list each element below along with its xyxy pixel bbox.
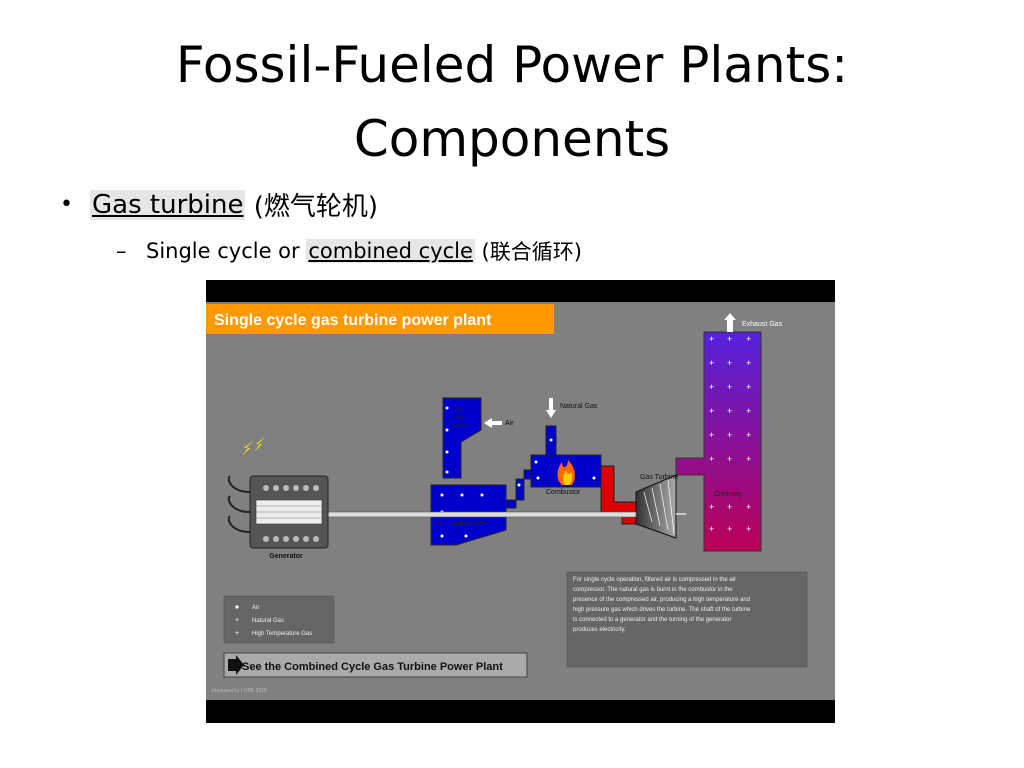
arrow-right-icon — [228, 655, 244, 675]
description-line-2: compressor. The natural gas is burnt in … — [573, 587, 733, 593]
svg-text:+: + — [727, 430, 732, 440]
chimney-particles: + + + + + + + + + + + + + + + + + + + + + + + + — [709, 334, 751, 534]
title-line-1: Fossil-Fueled Power Plants: — [175, 36, 849, 94]
banner-bar — [206, 304, 554, 334]
banner-title: Single cycle gas turbine power plant — [214, 312, 492, 329]
svg-text:+: + — [746, 502, 751, 512]
generator-label: Generator — [269, 553, 303, 560]
bullet-gas-turbine: • Gas turbine (燃气轮机) — [60, 186, 378, 223]
credit-text: produced by | OPE 2010 — [212, 688, 267, 694]
svg-text:+: + — [727, 382, 732, 392]
exhaust-arrow-icon — [724, 313, 736, 332]
turbine-diagram: Single cycle gas turbine power plant Exh… — [206, 280, 835, 723]
svg-text:+: + — [709, 382, 714, 392]
combined-cycle-link[interactable]: combined cycle — [306, 239, 475, 263]
svg-text:+: + — [746, 454, 751, 464]
legend-air-marker — [235, 605, 239, 609]
svg-text:+: + — [709, 454, 714, 464]
filter-label-line-1: Air — [456, 407, 462, 413]
bullet-2-prefix: Single cycle or — [146, 239, 307, 263]
svg-text:+: + — [727, 502, 732, 512]
svg-text:+: + — [727, 406, 732, 416]
sub-bullet-marker: – — [116, 239, 127, 263]
legend-hot-gas-marker: + — [235, 630, 239, 637]
description-line-1: For single cycle operation, filtered air… — [573, 577, 736, 583]
svg-text:+: + — [727, 524, 732, 534]
turbine-shaft — [327, 511, 637, 518]
gas-turbine-label: Gas Turbine — [640, 474, 678, 481]
bullet-marker: • — [60, 192, 73, 217]
combustor-label: Combustor — [546, 489, 581, 496]
legend-high-temp-gas: High Temperature Gas — [252, 631, 312, 637]
bullet-1-rest: (燃气轮机) — [245, 192, 379, 222]
svg-text:+: + — [746, 524, 751, 534]
svg-text:+: + — [727, 334, 732, 344]
svg-text:+: + — [709, 334, 714, 344]
exhaust-label: Exhaust Gas — [742, 321, 783, 328]
svg-text:+: + — [709, 430, 714, 440]
legend-gas-marker: + — [235, 617, 239, 624]
svg-text:+: + — [709, 358, 714, 368]
combined-cycle-button[interactable]: See the Combined Cycle Gas Turbine Power… — [223, 652, 528, 678]
svg-text:+: + — [727, 358, 732, 368]
compressed-air-duct — [505, 469, 532, 509]
filter-label-line-3: House — [452, 423, 467, 429]
description-line-5: is connected to a generator and the turn… — [573, 617, 731, 623]
description-text: For single cycle operation, filtered air… — [573, 577, 751, 633]
gas-turbine-link[interactable]: Gas turbine — [90, 189, 246, 220]
svg-text:+: + — [746, 406, 751, 416]
svg-text:+: + — [709, 406, 714, 416]
air-label: Air — [505, 420, 514, 427]
combined-cycle-button-label: See the Combined Cycle Gas Turbine Power… — [242, 661, 503, 673]
svg-text:+: + — [727, 454, 732, 464]
description-line-4: high pressure gas which drives the turbi… — [573, 607, 751, 613]
bullet-2-rest: (联合循环) — [474, 240, 582, 264]
legend-box — [223, 595, 335, 644]
svg-text:+: + — [709, 524, 714, 534]
natural-gas-arrow-icon — [546, 398, 556, 418]
turbine-blades — [643, 479, 675, 535]
svg-text:+: + — [746, 430, 751, 440]
generator — [227, 475, 329, 549]
title-line-2: Components — [353, 110, 671, 168]
svg-text:+: + — [746, 382, 751, 392]
svg-text:+: + — [746, 358, 751, 368]
air-filter-house — [442, 397, 482, 479]
description-line-3: presence of the compressed air, producin… — [573, 597, 750, 603]
description-box — [566, 571, 808, 668]
bullet-combined-cycle: – Single cycle or combined cycle (联合循环) — [116, 236, 582, 266]
slide-title: Fossil-Fueled Power Plants: Components — [0, 28, 1024, 176]
description-line-6: produces electricity. — [573, 627, 626, 633]
legend-natural-gas: Natural Gas — [252, 618, 284, 624]
natural-gas-label: Natural Gas — [560, 403, 598, 410]
compressor-label: Air Compressor — [438, 521, 487, 528]
svg-text:+: + — [746, 334, 751, 344]
legend-air: Air — [252, 605, 259, 611]
flame-icon — [557, 460, 575, 485]
filter-label-line-2: Filter — [453, 415, 464, 421]
chimney-label: Chimney — [714, 491, 742, 498]
air-inlet-arrow-icon — [484, 418, 502, 428]
electricity-bolt-icon — [242, 436, 266, 456]
svg-text:+: + — [709, 502, 714, 512]
chimney — [675, 331, 762, 552]
air-particles — [440, 406, 596, 538]
